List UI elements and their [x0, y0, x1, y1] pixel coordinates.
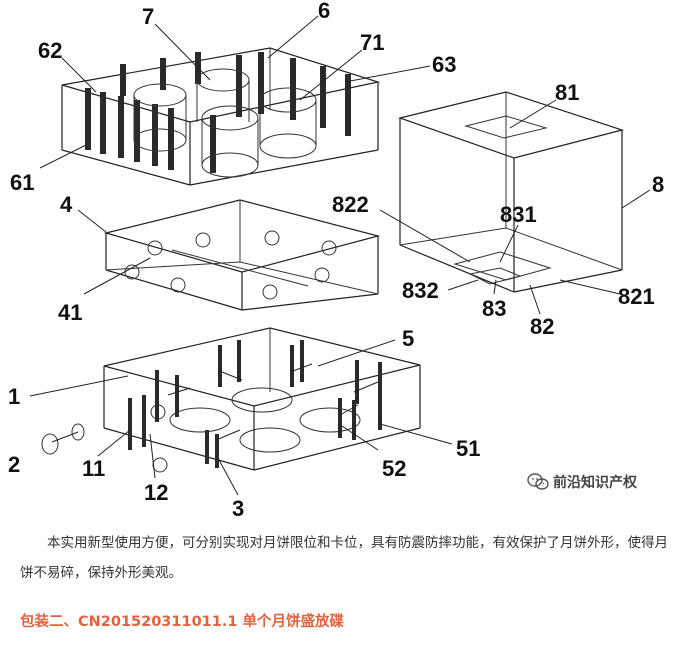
wechat-icon: [527, 473, 549, 490]
label-61: 61: [10, 170, 34, 195]
label-1: 1: [8, 384, 20, 409]
label-82: 82: [530, 314, 554, 339]
label-4: 4: [60, 192, 73, 217]
label-51: 51: [456, 436, 480, 461]
watermark-text: 前沿知识产权: [553, 475, 637, 491]
section-heading: 包装二、CN201520311011.1 单个月饼盛放碟: [20, 614, 344, 630]
label-2: 2: [8, 452, 20, 477]
label-41: 41: [58, 300, 82, 325]
label-71: 71: [360, 30, 384, 55]
label-5: 5: [402, 326, 414, 351]
body-paragraph: 本实用新型使用方便，可分别实现对月饼限位和卡位，具有防震防摔功能，有效保护了月饼…: [20, 535, 668, 581]
top-box: [61, 47, 381, 186]
label-821: 821: [618, 284, 655, 309]
reference-numerals: 7 6 62 71 63 61 4 41 81 8 822 831 832 83…: [8, 0, 664, 521]
right-box: [397, 91, 625, 293]
label-12: 12: [144, 480, 168, 505]
label-8: 8: [652, 172, 664, 197]
label-81: 81: [555, 80, 579, 105]
label-63: 63: [432, 52, 456, 77]
label-7: 7: [142, 4, 154, 29]
patent-figure: 7 6 62 71 63 61 4 41 81 8 822 831 832 83…: [8, 0, 664, 521]
exploded-view-drawing: 7 6 62 71 63 61 4 41 81 8 822 831 832 83…: [8, 0, 664, 521]
watermark: 前沿知识产权: [527, 472, 637, 492]
label-11: 11: [82, 456, 105, 481]
label-3: 3: [232, 496, 244, 521]
leader-lines: [29, 15, 651, 496]
bolt-part: [41, 423, 85, 455]
label-52: 52: [382, 456, 406, 481]
label-6: 6: [318, 0, 330, 23]
label-822: 822: [332, 192, 369, 217]
label-832: 832: [402, 278, 439, 303]
middle-tray: [103, 199, 381, 311]
label-83: 83: [482, 296, 506, 321]
bottom-base: [103, 327, 421, 473]
label-831: 831: [500, 202, 537, 227]
label-62: 62: [38, 38, 62, 63]
